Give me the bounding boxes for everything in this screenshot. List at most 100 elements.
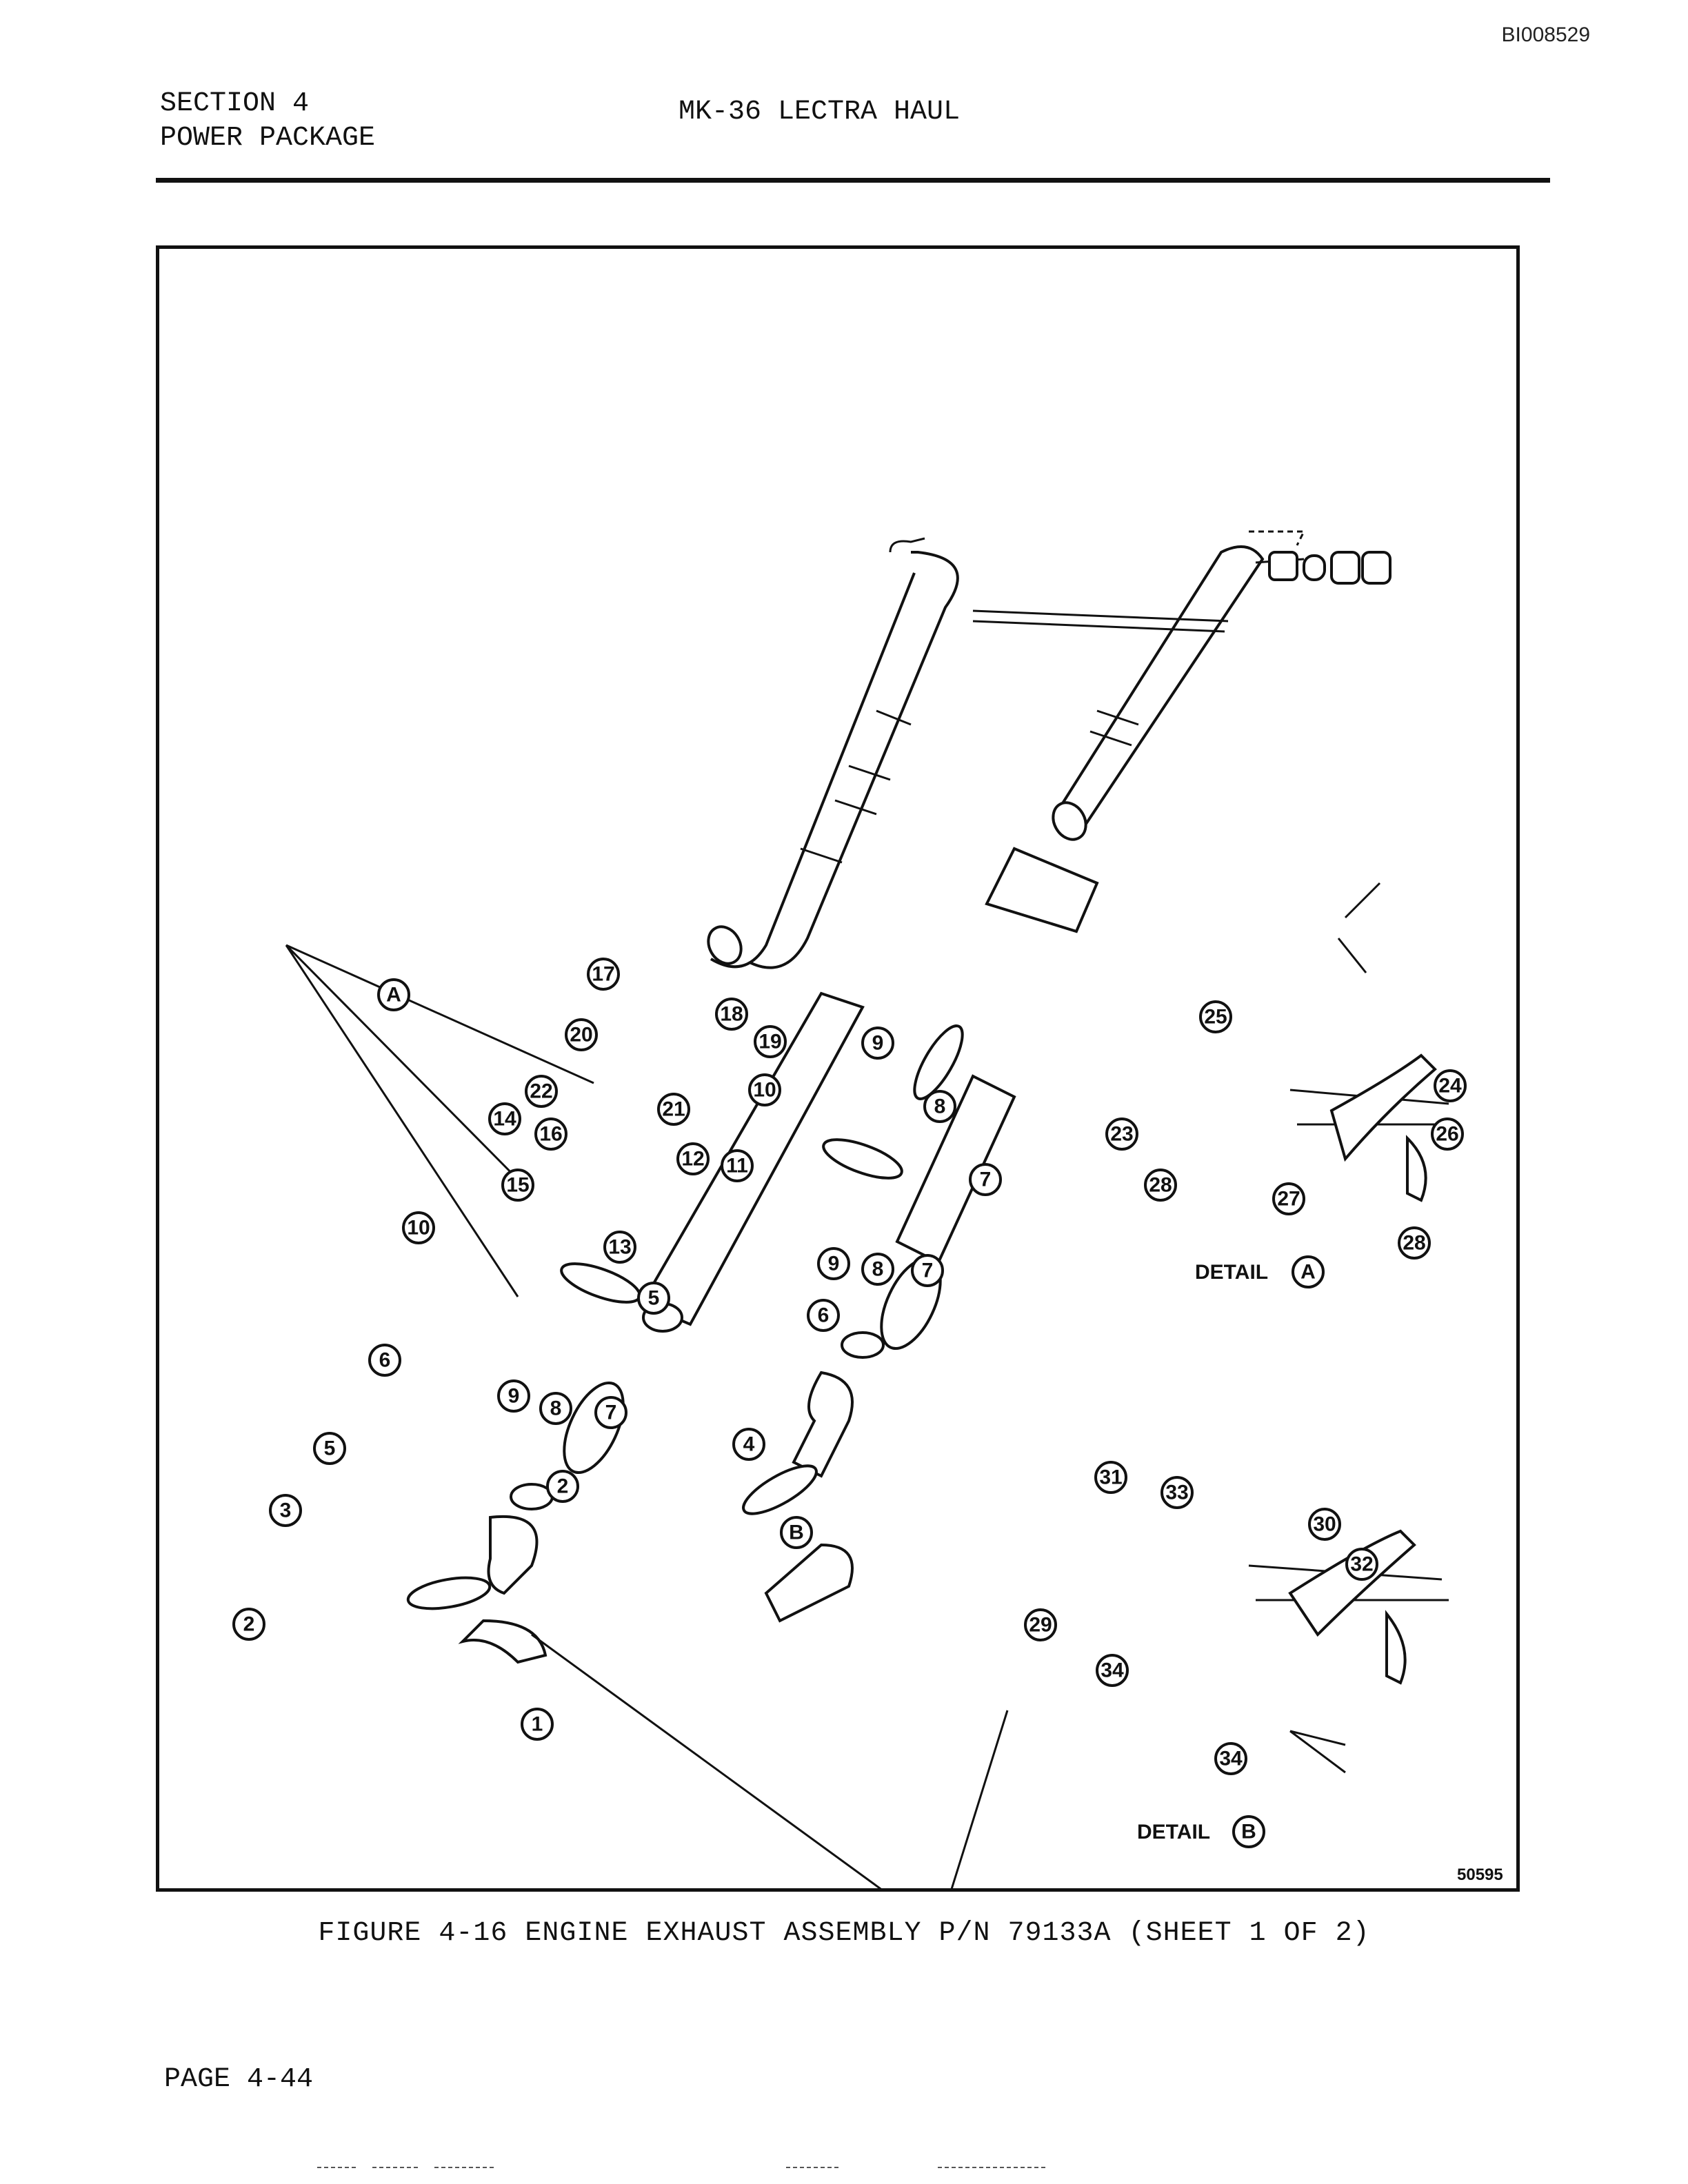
callout-15: 15 xyxy=(501,1169,534,1202)
callout-7-mid: 7 xyxy=(911,1254,944,1287)
svg-text:13: 13 xyxy=(608,1236,631,1259)
callout-10-left: 10 xyxy=(402,1211,435,1244)
detail-b-drawing xyxy=(1248,1529,1449,1685)
callout-25: 25 xyxy=(1199,1000,1232,1033)
svg-text:33: 33 xyxy=(1165,1482,1188,1504)
callout-11: 11 xyxy=(721,1149,754,1182)
svg-text:19: 19 xyxy=(758,1031,781,1053)
elbow-bottom xyxy=(458,1619,547,1664)
svg-text:B: B xyxy=(789,1521,804,1544)
callout-30: 30 xyxy=(1308,1508,1341,1541)
callout-2-lower: 2 xyxy=(232,1608,265,1641)
svg-text:3: 3 xyxy=(280,1499,292,1522)
callout-17: 17 xyxy=(587,958,620,991)
exhaust-pipe-right xyxy=(1052,545,1305,841)
svg-text:2: 2 xyxy=(243,1613,255,1636)
svg-text:24: 24 xyxy=(1438,1075,1462,1098)
manifold-flange xyxy=(1249,530,1391,585)
callout-13: 13 xyxy=(603,1231,636,1264)
u-clamp-left xyxy=(560,1262,641,1304)
callout-14: 14 xyxy=(488,1102,521,1135)
svg-text:10: 10 xyxy=(407,1217,430,1240)
callout-2-mid: 2 xyxy=(546,1470,579,1503)
page-number: PAGE 4-44 xyxy=(164,2064,314,2095)
u-clamp-mid xyxy=(742,1464,818,1515)
callout-20: 20 xyxy=(565,1018,598,1051)
svg-text:16: 16 xyxy=(539,1123,562,1146)
callout-4: 4 xyxy=(732,1428,765,1461)
svg-text:14: 14 xyxy=(493,1108,516,1131)
callout-3: 3 xyxy=(269,1494,302,1527)
svg-text:11: 11 xyxy=(726,1155,748,1177)
detail-a-label: DETAIL xyxy=(1195,1261,1268,1284)
section-heading: SECTION 4 POWER PACKAGE xyxy=(160,87,375,156)
svg-text:7: 7 xyxy=(922,1260,934,1282)
callout-16: 16 xyxy=(534,1118,567,1151)
svg-text:32: 32 xyxy=(1350,1553,1373,1576)
svg-text:1: 1 xyxy=(532,1713,543,1736)
elbow-lower-left xyxy=(487,1515,539,1595)
svg-text:22: 22 xyxy=(530,1080,552,1103)
callout-6-lower: 6 xyxy=(368,1344,401,1377)
callout-9-lower: 9 xyxy=(497,1379,530,1413)
svg-text:8: 8 xyxy=(550,1397,562,1420)
svg-text:9: 9 xyxy=(508,1385,520,1408)
callout-9-mid: 9 xyxy=(817,1247,850,1280)
callout-7-lower: 7 xyxy=(594,1396,627,1429)
svg-text:6: 6 xyxy=(818,1304,830,1327)
section-title: POWER PACKAGE xyxy=(160,123,376,154)
manual-title: MK-36 LECTRA HAUL xyxy=(679,97,961,128)
callout-31: 31 xyxy=(1094,1461,1127,1494)
callout-32: 32 xyxy=(1345,1548,1378,1581)
header-divider xyxy=(156,178,1550,183)
svg-text:25: 25 xyxy=(1204,1006,1227,1029)
svg-text:12: 12 xyxy=(681,1148,704,1171)
figure-caption: FIGURE 4-16 ENGINE EXHAUST ASSEMBLY P/N … xyxy=(318,1918,1370,1949)
u-clamp-top xyxy=(913,1024,964,1100)
callout-10-right: 10 xyxy=(748,1073,781,1106)
svg-text:30: 30 xyxy=(1313,1513,1336,1536)
callout-23: 23 xyxy=(1105,1118,1138,1151)
drawing-number: 50595 xyxy=(1457,1866,1503,1884)
svg-text:34: 34 xyxy=(1219,1748,1243,1770)
callout-1: 1 xyxy=(521,1708,554,1741)
svg-text:20: 20 xyxy=(570,1024,592,1046)
svg-text:31: 31 xyxy=(1099,1466,1122,1489)
svg-text:17: 17 xyxy=(592,963,614,986)
clamp-ring-5-mid xyxy=(841,1331,885,1359)
svg-text:15: 15 xyxy=(506,1174,529,1197)
clamp-ring-5-lower xyxy=(510,1483,554,1510)
crossover-bar xyxy=(972,609,1229,633)
exhaust-assembly-drawing: A 1 2 2 3 4 5 5 6 6 7 7 7 8 8 8 9 9 9 10… xyxy=(232,530,1503,1888)
callout-19: 19 xyxy=(754,1025,787,1058)
section-number: SECTION 4 xyxy=(160,88,310,119)
callout-34-bottom: 34 xyxy=(1214,1742,1247,1775)
callout-21: 21 xyxy=(657,1093,690,1126)
callout-8-upper: 8 xyxy=(923,1090,956,1123)
callout-29: 29 xyxy=(1024,1608,1057,1641)
callout-8-lower: 8 xyxy=(539,1392,572,1425)
pipe-section-center xyxy=(640,991,865,1326)
svg-text:28: 28 xyxy=(1149,1174,1172,1197)
svg-text:9: 9 xyxy=(872,1032,884,1055)
muffler-coupler-lower xyxy=(563,1381,625,1475)
svg-text:34: 34 xyxy=(1101,1659,1124,1682)
exhaust-pipe-left xyxy=(707,537,959,969)
callout-5-lower: 5 xyxy=(313,1432,346,1465)
callout-7-upper: 7 xyxy=(969,1163,1002,1196)
detail-b-letter: B xyxy=(1232,1815,1265,1848)
callout-18: 18 xyxy=(715,998,748,1031)
svg-text:A: A xyxy=(1300,1261,1316,1284)
callout-28-right: 28 xyxy=(1398,1226,1431,1260)
callout-24: 24 xyxy=(1434,1069,1467,1102)
svg-text:8: 8 xyxy=(872,1258,884,1281)
svg-text:10: 10 xyxy=(753,1079,776,1102)
svg-text:A: A xyxy=(386,984,401,1007)
svg-text:27: 27 xyxy=(1277,1188,1300,1211)
elbow-bottom-right xyxy=(764,1543,854,1623)
leader-lines xyxy=(285,882,1381,1888)
svg-text:18: 18 xyxy=(720,1003,743,1026)
callout-8-mid: 8 xyxy=(861,1253,894,1286)
svg-text:4: 4 xyxy=(743,1433,755,1456)
svg-text:26: 26 xyxy=(1436,1123,1458,1146)
